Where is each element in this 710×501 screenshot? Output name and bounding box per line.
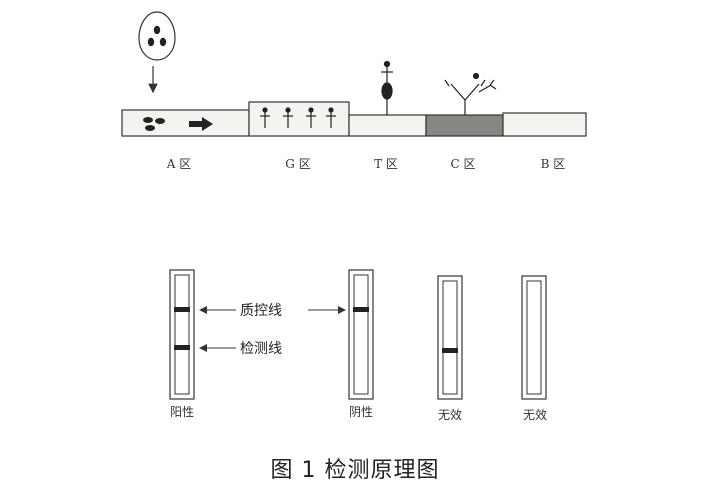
cassette-label: 阴性 [349,405,373,419]
result-cassettes: 阳性 阴性 无效 无效 [169,269,547,422]
sample-particles-icon [143,117,165,131]
zone-label-b: B 区 [541,157,566,171]
cassette-label: 无效 [523,407,547,422]
test-line-annotation: 检测线 [240,341,282,357]
zone-label-t: T 区 [374,157,398,171]
cassette-negative: 阴性 [348,269,374,419]
test-line [442,348,458,353]
zone-label-g: G 区 [285,157,310,171]
zone-b [502,112,587,137]
zone-label-c: C 区 [451,157,476,171]
cassette-invalid-test-only: 无效 [437,275,463,422]
control-line [174,307,190,312]
control-line [353,307,369,312]
zone-t [348,114,427,137]
zone-a [121,109,250,137]
cassette-invalid-no-lines: 无效 [521,275,547,422]
cassette-positive: 阳性 [169,269,195,419]
secondary-antibody-icon [444,72,497,115]
flow-direction-arrow-icon [189,117,213,131]
capture-antibody-icon [381,60,393,115]
cassette-label: 无效 [438,407,462,422]
test-strip: A 区 G 区 T 区 C 区 B 区 [121,60,587,171]
figure-caption: 图 1 检测原理图 [270,458,440,483]
sample-drop-icon [138,11,176,61]
zone-label-a: A 区 [166,157,191,171]
zone-c [425,114,504,137]
control-line-annotation: 质控线 [240,303,282,319]
labelled-antibody-icons [260,107,336,128]
cassette-label: 阳性 [170,405,194,419]
zone-g [248,101,350,137]
test-line [174,345,190,350]
